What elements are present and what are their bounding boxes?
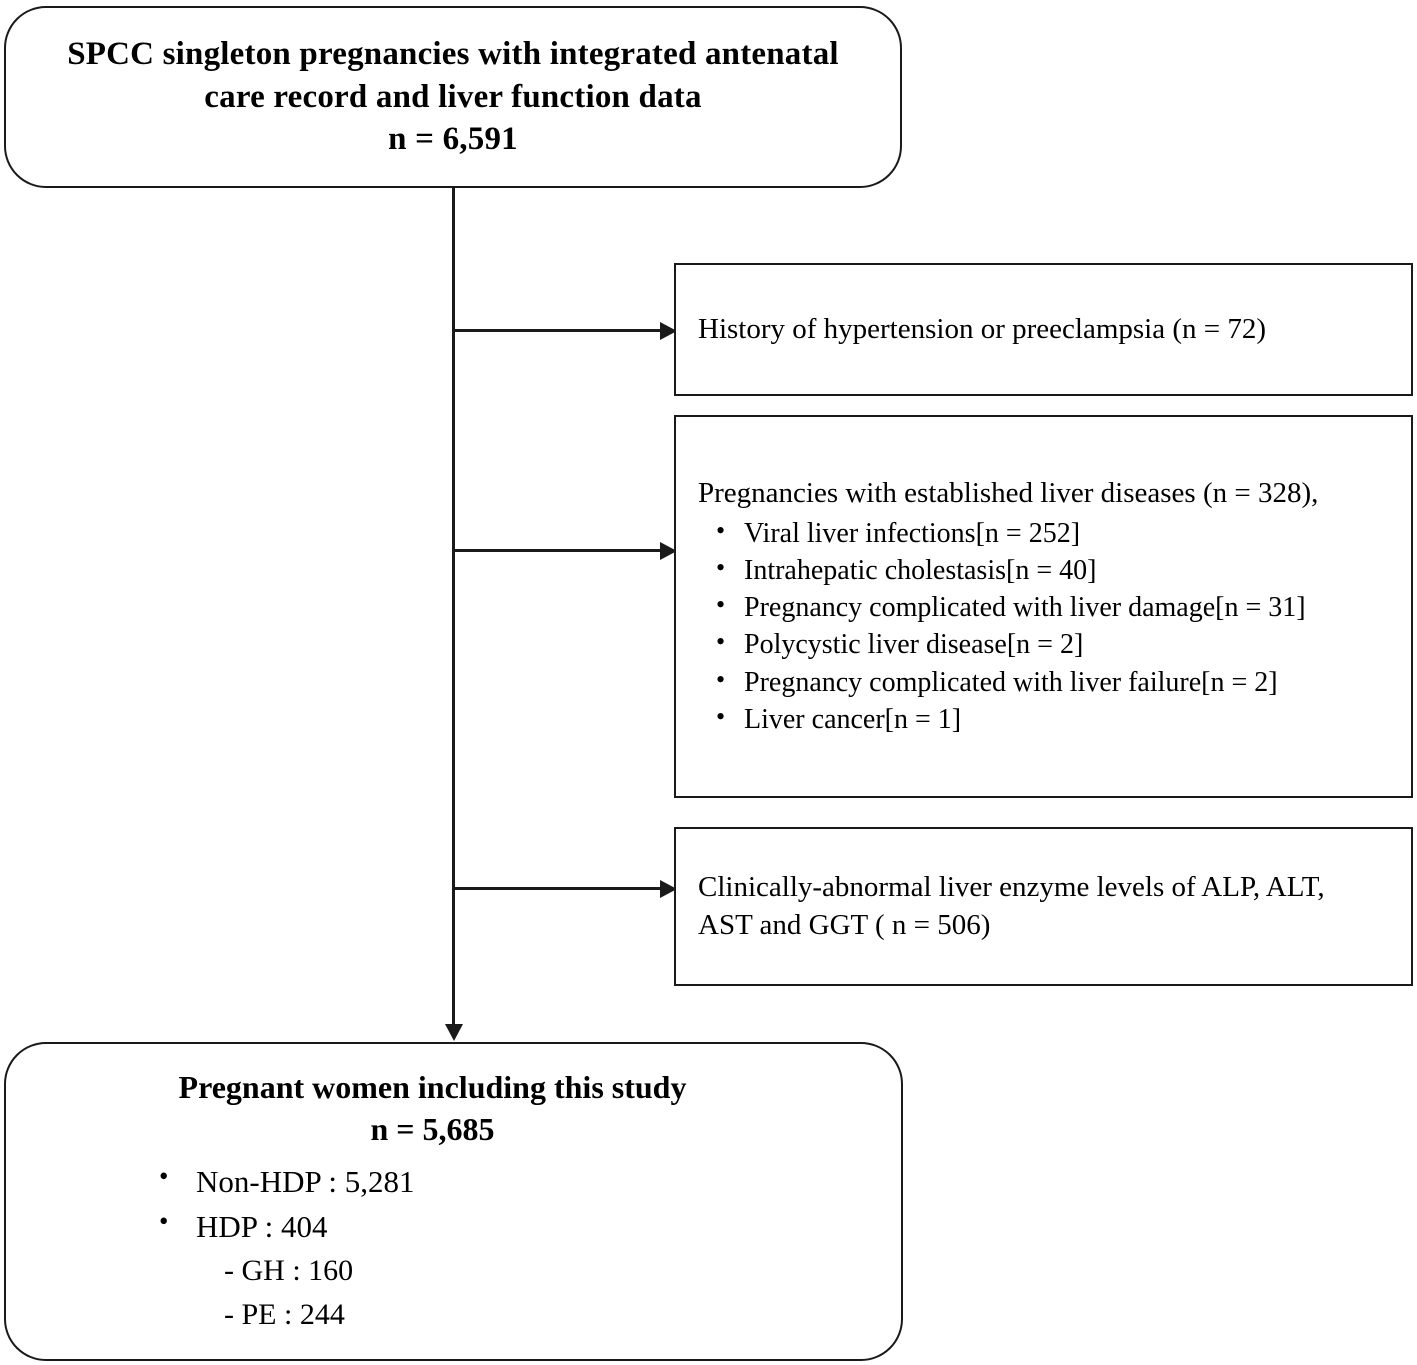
branch-connector-3 bbox=[452, 887, 664, 890]
exclusion-box-abnormal-enzymes: Clinically-abnormal liver enzyme levels … bbox=[674, 827, 1413, 986]
exclusion-heading-3-line-2: AST and GGT ( n = 506) bbox=[698, 908, 991, 941]
list-item: Viral liver infections[n = 252] bbox=[698, 514, 1403, 552]
exclusion-body-2: Pregnancies with established liver disea… bbox=[676, 475, 1411, 738]
exclusion-heading-3-line-1: Clinically-abnormal liver enzyme levels … bbox=[698, 870, 1325, 903]
main-vertical-connector bbox=[452, 188, 455, 1024]
list-item: Pregnancy complicated with liver damage[… bbox=[698, 588, 1403, 626]
main-arrowhead-down bbox=[445, 1024, 463, 1041]
branch-arrowhead-2 bbox=[660, 542, 677, 560]
exclusion-heading-1: History of hypertension or preeclampsia … bbox=[698, 312, 1267, 345]
exclusion-body-1: History of hypertension or preeclampsia … bbox=[676, 311, 1411, 349]
list-item: Polycystic liver disease[n = 2] bbox=[698, 625, 1403, 663]
list-item: - PE : 244 bbox=[224, 1297, 345, 1331]
enrolled-line-2: care record and liver function data bbox=[204, 78, 702, 115]
included-count: n = 5,685 bbox=[370, 1111, 495, 1148]
list-item: Intrahepatic cholestasis[n = 40] bbox=[698, 551, 1403, 589]
included-body: Pregnant women including this study n = … bbox=[6, 1066, 901, 1337]
included-title-line-1: Pregnant women including this study bbox=[178, 1069, 687, 1106]
exclusion-box-history-hypertension: History of hypertension or preeclampsia … bbox=[674, 263, 1413, 396]
liver-disease-bullet-list: Viral liver infections[n = 252] Intrahep… bbox=[698, 514, 1403, 738]
branch-connector-2 bbox=[452, 549, 664, 552]
list-item: HDP : 404 bbox=[24, 1202, 883, 1249]
branch-arrowhead-3 bbox=[660, 880, 677, 898]
exclusion-body-3: Clinically-abnormal liver enzyme levels … bbox=[676, 869, 1411, 944]
list-item: Non-HDP : 5,281 bbox=[24, 1157, 883, 1204]
included-title: Pregnant women including this study n = … bbox=[24, 1066, 883, 1150]
branch-arrowhead-1 bbox=[660, 322, 677, 340]
enrolled-count: n = 6,591 bbox=[388, 121, 518, 158]
list-item: Liver cancer[n = 1] bbox=[698, 700, 1403, 738]
branch-connector-1 bbox=[452, 329, 664, 332]
list-item: Pregnancy complicated with liver failure… bbox=[698, 663, 1403, 701]
exclusion-heading-2: Pregnancies with established liver disea… bbox=[698, 476, 1319, 509]
outcome-breakdown-list: Non-HDP : 5,281 HDP : 404 - GH : 160 - P… bbox=[24, 1157, 883, 1337]
exclusion-box-liver-diseases: Pregnancies with established liver disea… bbox=[674, 415, 1413, 798]
enrolled-cohort-box: SPCC singleton pregnancies with integrat… bbox=[4, 6, 902, 188]
enrolled-line-1: SPCC singleton pregnancies with integrat… bbox=[67, 35, 839, 72]
enrolled-cohort-text: SPCC singleton pregnancies with integrat… bbox=[6, 33, 900, 162]
included-cohort-box: Pregnant women including this study n = … bbox=[4, 1042, 903, 1361]
list-item: - GH : 160 bbox=[224, 1254, 354, 1288]
